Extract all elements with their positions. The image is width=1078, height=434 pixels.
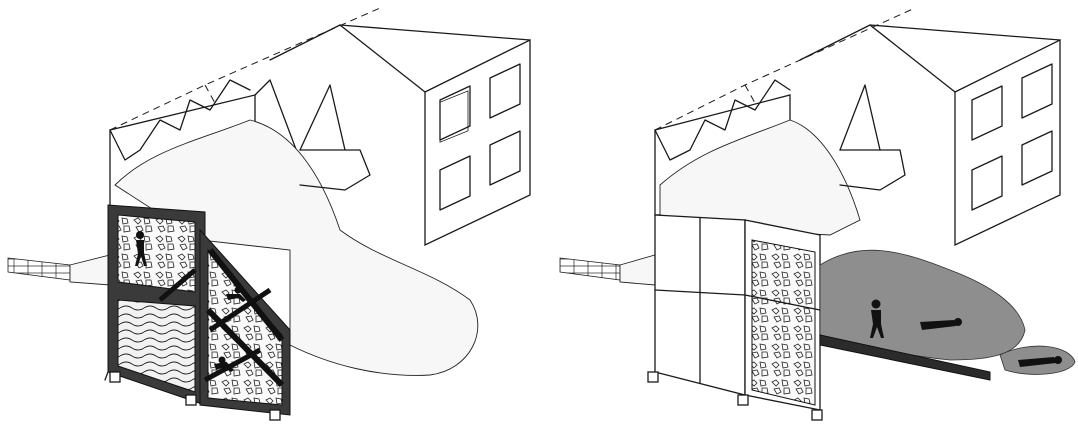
low-wall-left xyxy=(8,258,70,280)
open-frame-section xyxy=(648,215,822,420)
low-wall-right xyxy=(560,258,620,280)
left-panel xyxy=(8,8,530,420)
right-panel xyxy=(560,8,1075,420)
